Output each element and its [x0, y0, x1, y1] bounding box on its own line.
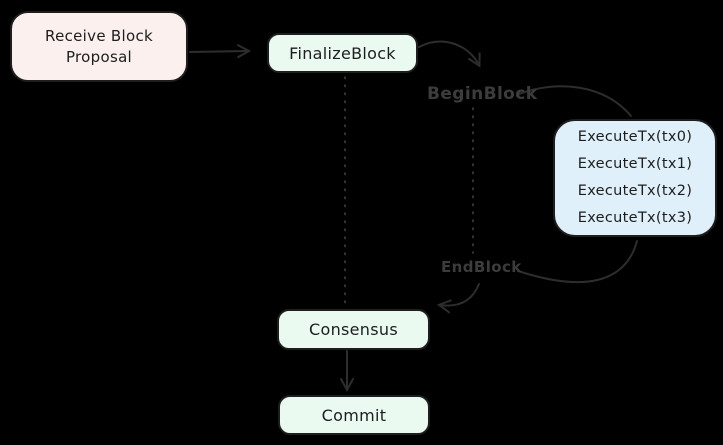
execute-tx-line: ExecuteTx(tx2): [577, 183, 693, 199]
arrow-finalize-to-beginblock: [418, 40, 479, 65]
label-begin-block: BeginBlock: [427, 84, 538, 104]
node-receive-block-proposal: Receive Block Proposal: [10, 11, 188, 82]
label-end-block: EndBlock: [441, 258, 522, 276]
node-commit: Commit: [278, 395, 430, 435]
node-finalize-label: FinalizeBlock: [289, 43, 396, 63]
curve-beginblock-to-executetx: [518, 85, 632, 117]
node-receive-label-line2: Proposal: [65, 47, 133, 66]
curve-executetx-to-endblock: [517, 240, 638, 284]
arrow-endblock-to-consensus: [440, 283, 480, 306]
node-consensus-label: Consensus: [309, 320, 398, 339]
node-finalize-block: FinalizeBlock: [267, 33, 418, 73]
arrow-proposal-to-finalize: [189, 51, 248, 52]
execute-tx-line: ExecuteTx(tx1): [577, 156, 693, 172]
execute-tx-line: ExecuteTx(tx3): [577, 210, 693, 226]
node-receive-label-line1: Receive Block: [45, 26, 153, 45]
execute-tx-line: ExecuteTx(tx0): [577, 129, 693, 145]
node-execute-tx: ExecuteTx(tx0) ExecuteTx(tx1) ExecuteTx(…: [553, 119, 717, 237]
node-consensus: Consensus: [277, 309, 430, 350]
node-commit-label: Commit: [321, 405, 387, 425]
